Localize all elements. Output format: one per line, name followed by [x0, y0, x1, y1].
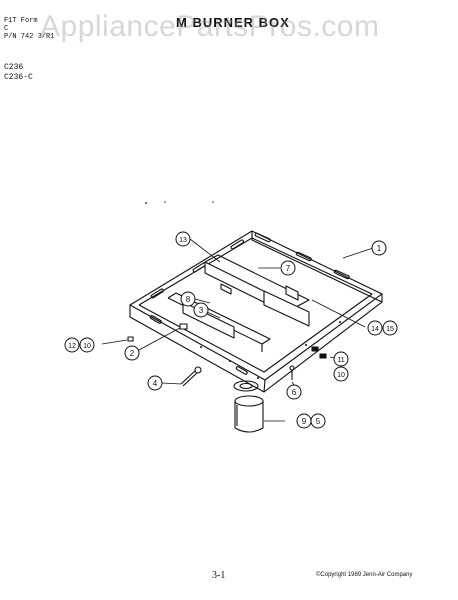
- callout-12: [64, 337, 80, 353]
- callout-3: [193, 302, 209, 318]
- callout-label: 7: [286, 264, 291, 273]
- callout-10: [79, 337, 95, 353]
- callout-13: [175, 231, 191, 247]
- header-part-number: P/N 742 3/R1: [4, 33, 55, 41]
- screw-part-11: [311, 346, 327, 359]
- callout-label: 1: [377, 244, 382, 253]
- bracket-plate: [263, 290, 310, 327]
- callout-9: [296, 413, 312, 429]
- callout-8: [180, 291, 196, 307]
- page-number: 3-1: [212, 570, 226, 581]
- header-form-label: F1T Form: [4, 17, 38, 25]
- screw-part-12: [127, 336, 134, 342]
- copyright-notice: ©Copyright 1989 Jenn-Air Company: [316, 572, 413, 578]
- burner-cup: [233, 380, 264, 433]
- callout-14: [367, 320, 383, 336]
- callout-4: [147, 375, 163, 391]
- header-form-code: C: [4, 25, 9, 33]
- callout-label: 10: [337, 372, 345, 379]
- callout-label: 5: [316, 417, 321, 426]
- callout-label: 2: [130, 349, 135, 358]
- screw-part-4: [180, 366, 202, 387]
- callout-label: 4: [153, 379, 158, 388]
- callout-label: 13: [179, 237, 187, 244]
- callout-label: 6: [292, 388, 297, 397]
- page-title: M BURNER BOX: [176, 15, 290, 30]
- callout-label: 12: [68, 343, 76, 350]
- callout-label: 10: [83, 343, 91, 350]
- callout-10: [333, 366, 349, 382]
- callout-1: [371, 240, 387, 256]
- callout-15: [382, 320, 398, 336]
- callout-7: [280, 260, 296, 276]
- callout-label: 8: [186, 295, 191, 304]
- callout-label: 3: [199, 306, 204, 315]
- burner-box-tray: [129, 230, 383, 393]
- model-number: C236-C: [4, 73, 33, 82]
- clip-part-2: [179, 323, 188, 330]
- model-number: C236: [4, 63, 24, 72]
- callout-11: [333, 351, 349, 367]
- leader-lines: [101, 238, 374, 422]
- watermark-text: AppliancePartsPros.com: [40, 10, 380, 43]
- callout-label: 9: [302, 417, 307, 426]
- callout-6: [286, 384, 302, 400]
- callout-label: 15: [386, 326, 394, 333]
- callout-label: 11: [337, 357, 344, 364]
- screw-part-6: [289, 365, 295, 380]
- callout-label: 14: [371, 326, 379, 333]
- callout-2: [124, 345, 140, 361]
